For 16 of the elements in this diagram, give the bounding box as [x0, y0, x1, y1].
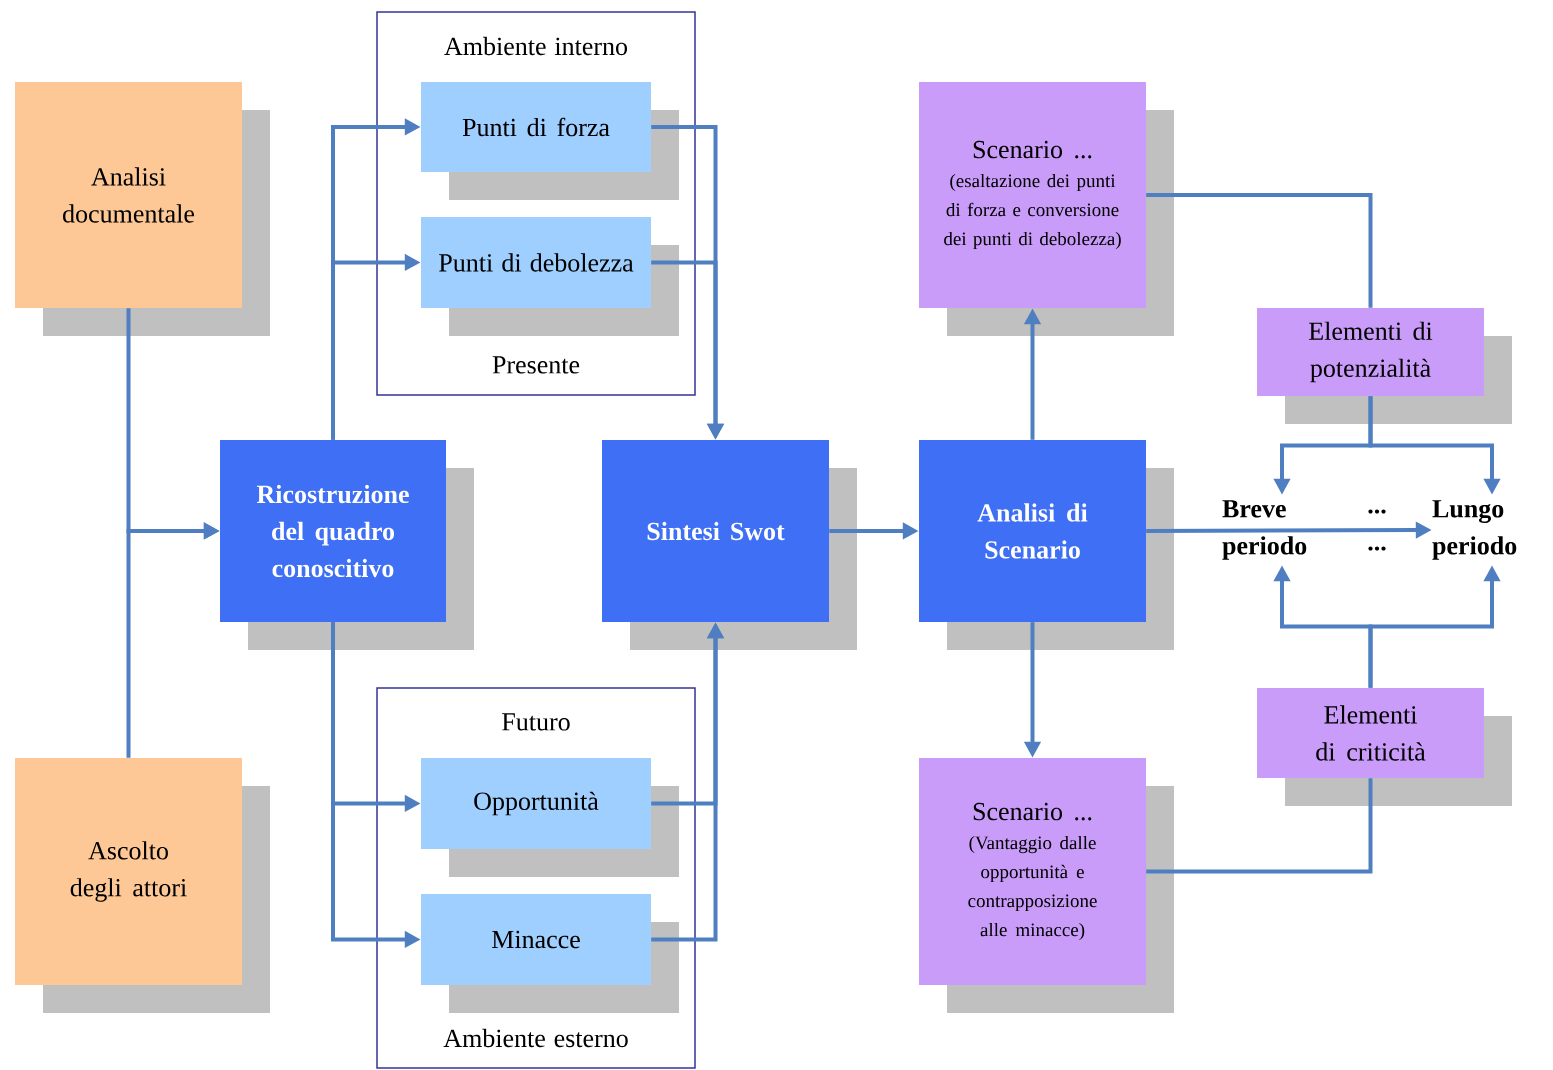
factor-box: Punti di forza [421, 82, 679, 200]
process-box: Sintesi Swot [602, 440, 857, 650]
factor-box: Punti di debolezza [421, 217, 679, 336]
scenario-box: Scenario ... (esaltazione dei punti di forza e conversione dei punti di debolezza) [919, 82, 1174, 336]
ellipsis-label: ... ... [1368, 509, 1386, 551]
element-box: Elementi di potenzialità [1257, 308, 1512, 424]
period-label: Breve periodo [1222, 500, 1307, 560]
scenario-box: Scenario ... (Vantaggio dalle opportunità e contrapposizione alle minacce) [919, 758, 1174, 1013]
process-box: Analisi di Scenario [919, 440, 1174, 650]
factor-box: Opportunità [421, 758, 679, 877]
period-label: Lungo periodo [1432, 500, 1517, 560]
element-box: Elementi di criticità [1257, 688, 1512, 806]
process-box: Ricostruzione del quadro conoscitivo [220, 440, 474, 650]
factor-box: Minacce [421, 894, 679, 1013]
process-box: Analisi documentale [15, 82, 270, 336]
process-box: Ascolto degli attori [15, 758, 270, 1013]
